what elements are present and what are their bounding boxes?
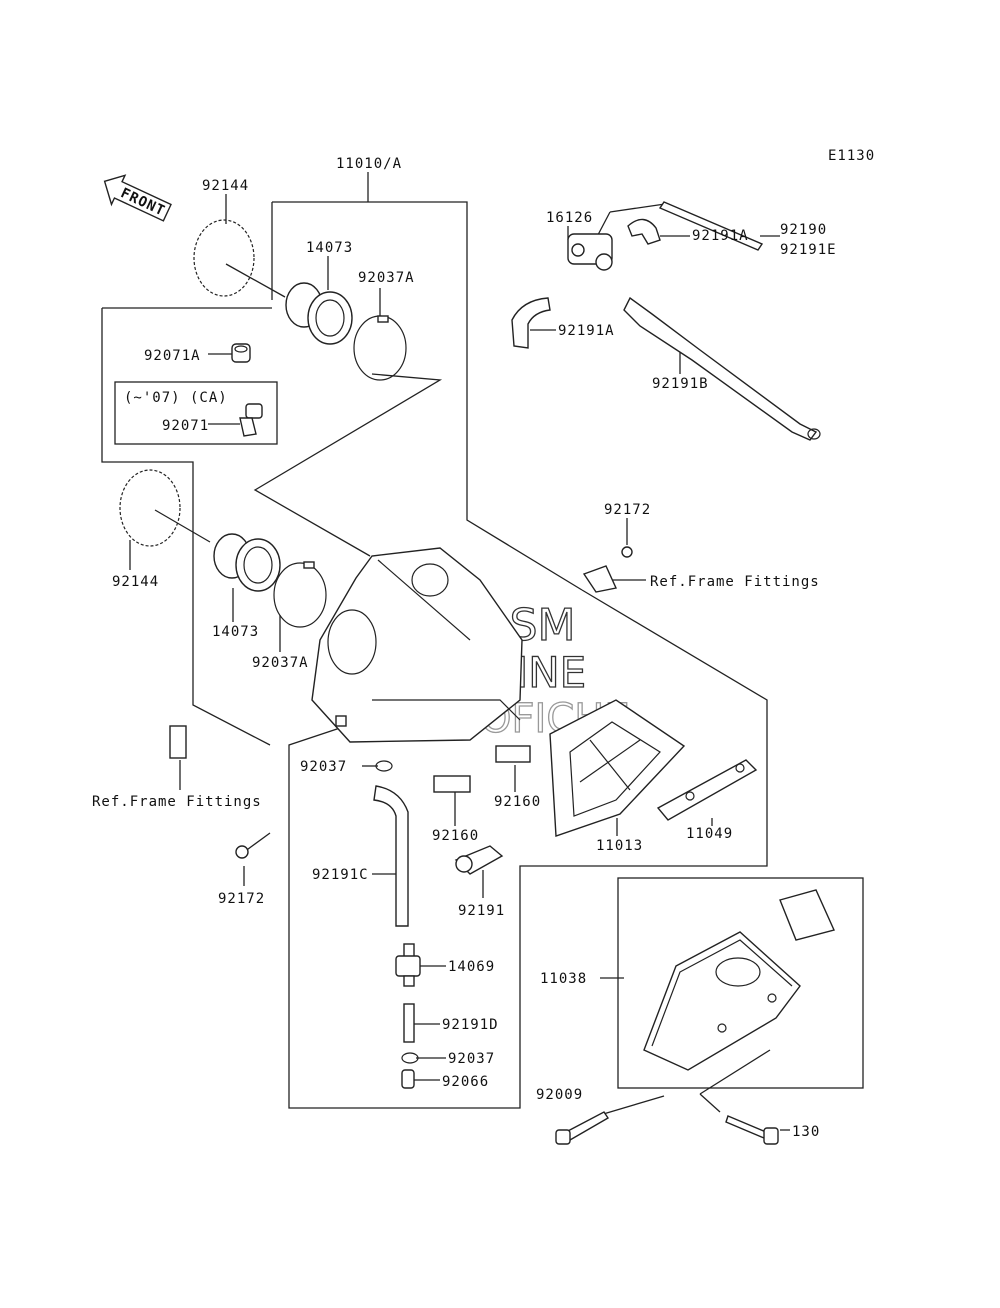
clamp-band-top-icon [353,315,407,381]
label-ref-frame-fittings-1: Ref.Frame Fittings [650,574,820,590]
diagram-code: E1130 [828,148,875,164]
variant-box [114,381,278,445]
clamp-spring-mid-icon [119,469,181,547]
label-92172-bottom: 92172 [218,891,265,907]
bolt-92172-bottom-icon [235,845,249,859]
plug-92066-icon [401,1069,415,1089]
label-14073-mid: 14073 [212,624,259,640]
hose-92190-icon [658,201,764,251]
label-11038: 11038 [540,971,587,987]
pad-92160-a-icon [433,775,471,793]
clamp-92037-lower-icon [401,1052,419,1064]
label-92160-a: 92160 [432,828,479,844]
variant-note: (~'07) (CA) [124,390,228,406]
hose-92191b-icon [623,296,821,441]
label-92144-top: 92144 [202,178,249,194]
label-11049: 11049 [686,826,733,842]
leader-lines [129,194,790,1131]
cap-92071-icon [239,403,263,437]
label-92071a: 92071A [144,348,201,364]
label-14069: 14069 [448,959,495,975]
filter-assembly-box [617,877,864,1089]
label-92037-lower: 92037 [448,1051,495,1067]
bolt-130-icon [725,1115,779,1145]
label-92191: 92191 [458,903,505,919]
hose-92191a-left-icon [511,297,551,349]
label-92037: 92037 [300,759,347,775]
valve-16126-icon [567,233,613,271]
ref-frame-block-icon [169,725,187,759]
assembly-outlines [101,172,864,1109]
label-92037a-mid: 92037A [252,655,309,671]
front-arrow-icon: FRONT [103,174,172,222]
label-92191a-left: 92191A [558,323,615,339]
label-92191a-right: 92191A [692,228,749,244]
bolt-92172-top-icon [621,546,633,558]
cap-92071a-icon [231,343,251,363]
filter-element-icon [549,699,686,837]
hose-elbow-92191a-icon [627,218,661,245]
label-92191e: 92191E [780,242,837,258]
cover-11038-icon [643,889,835,1071]
label-92172-top: 92172 [604,502,651,518]
label-92144-mid: 92144 [112,574,159,590]
label-92071: 92071 [162,418,209,434]
clamp-92037-icon [375,760,393,772]
label-92009: 92009 [536,1087,583,1103]
filter-frame-icon [656,759,758,821]
duct-mid-icon [213,533,281,592]
separator-14069-icon [395,943,421,987]
label-92191c: 92191C [312,867,369,883]
front-arrow-label: FRONT [118,185,167,219]
duct-top-icon [285,282,353,345]
air-cleaner-case-icon [311,547,523,743]
label-92037a-top: 92037A [358,270,415,286]
label-11013: 11013 [596,838,643,854]
label-ref-frame-fittings-2: Ref.Frame Fittings [92,794,262,810]
bolt-92009-icon [555,1111,609,1145]
label-130: 130 [792,1124,820,1140]
label-16126: 16126 [546,210,593,226]
hose-92191d-icon [403,1003,415,1043]
bracket-icon [582,565,618,593]
clamp-spring-top-icon [193,219,255,297]
hose-92191c-icon [373,785,409,927]
clamp-band-mid-icon [273,561,327,628]
pad-92160-b-icon [495,745,531,763]
label-92160-b: 92160 [494,794,541,810]
label-92191d: 92191D [442,1017,499,1033]
hose-92191-icon [454,845,504,875]
label-92066: 92066 [442,1074,489,1090]
label-14073-top: 14073 [306,240,353,256]
part-labels: 11010/A 92144 14073 92037A 92071A (~'07)… [92,156,837,1140]
label-11010a: 11010/A [336,156,402,172]
label-92190: 92190 [780,222,827,238]
label-92191b: 92191B [652,376,709,392]
